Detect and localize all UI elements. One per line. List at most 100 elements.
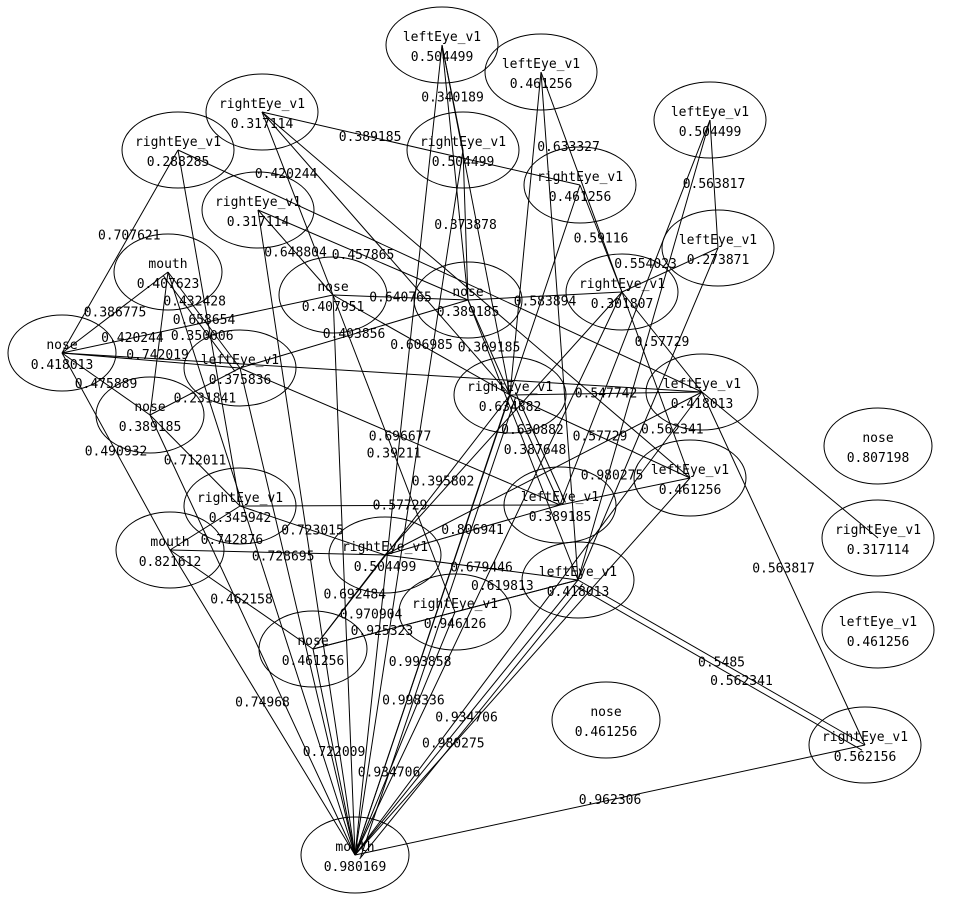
graph-node-lefteye-v1[interactable]: leftEye_v10.461256 (821, 591, 935, 669)
graph-node-righteye-v1[interactable]: rightEye_v10.504499 (328, 516, 442, 594)
node-ellipse (385, 6, 499, 84)
edge-label: 0.57729 (635, 335, 690, 350)
graph-node-lefteye-v1[interactable]: leftEye_v10.504499 (385, 6, 499, 84)
node-label: rightEye_v1 (219, 97, 305, 112)
node-ellipse (406, 111, 520, 189)
node-value: 0.461256 (575, 725, 638, 740)
node-ellipse (633, 439, 747, 517)
edge (354, 149, 464, 856)
node-value: 0.389185 (529, 510, 592, 525)
graph-node-lefteye-v1[interactable]: leftEye_v10.461256 (484, 33, 598, 111)
graph-node-righteye-v1[interactable]: rightEye_v10.562156 (808, 706, 922, 784)
edge (169, 549, 314, 650)
node-ellipse (258, 610, 368, 688)
node-label: mouth (150, 535, 189, 550)
edge-label: 0.5485 (698, 656, 745, 671)
graph-node-righteye-v1[interactable]: rightEye_v10.634882 (453, 356, 567, 434)
graph-node-lefteye-v1[interactable]: leftEye_v10.389185 (503, 466, 617, 544)
node-label: rightEye_v1 (420, 135, 506, 150)
graph-node-righteye-v1[interactable]: rightEye_v10.301807 (565, 253, 679, 331)
node-label: rightEye_v1 (197, 491, 283, 506)
edge-label: 0.39211 (367, 447, 422, 462)
graph-node-lefteye-v1[interactable]: leftEye_v10.461256 (633, 439, 747, 517)
edge-label: 0.925323 (351, 624, 414, 639)
edge (384, 504, 561, 556)
graph-node-lefteye-v1[interactable]: leftEye_v10.273871 (661, 209, 775, 287)
node-value: 0.504499 (679, 125, 742, 140)
node-label: rightEye_v1 (579, 277, 665, 292)
graph-node-righteye-v1[interactable]: rightEye_v10.461256 (523, 146, 637, 224)
node-label: nose (134, 400, 165, 415)
graph-node-righteye-v1[interactable]: rightEye_v10.946126 (398, 573, 512, 651)
edges-layer (61, 44, 879, 860)
edge-label: 0.934706 (435, 711, 498, 726)
edge (540, 71, 579, 581)
node-value: 0.461256 (549, 190, 612, 205)
edge (701, 391, 879, 539)
node-value: 0.273871 (687, 253, 750, 268)
edge (467, 291, 623, 301)
node-value: 0.345942 (209, 511, 272, 526)
edge-labels-layer: 0.9623060.5638170.54850.5623410.7220090.… (75, 91, 815, 809)
edge (61, 352, 171, 551)
node-ellipse (7, 314, 117, 392)
graph-node-righteye-v1[interactable]: rightEye_v10.504499 (406, 111, 520, 189)
node-label: leftEye_v1 (651, 463, 729, 478)
edge-label: 0.59116 (574, 232, 629, 247)
graph-node-righteye-v1[interactable]: rightEye_v10.288285 (121, 111, 235, 189)
edge-label: 0.490932 (85, 445, 148, 460)
graph-node-righteye-v1[interactable]: rightEye_v10.317114 (205, 73, 319, 151)
edge (709, 119, 719, 249)
node-ellipse (521, 541, 635, 619)
edge (61, 294, 334, 354)
edge-label: 0.934706 (358, 765, 421, 780)
graph-node-lefteye-v1[interactable]: leftEye_v10.418013 (521, 541, 635, 619)
edge (261, 111, 334, 296)
graph-node-righteye-v1[interactable]: rightEye_v1 0.345942 (183, 467, 297, 545)
edge-label: 0.692484 (323, 587, 386, 602)
edge (149, 414, 241, 507)
node-value: 0.807198 (847, 451, 910, 466)
edge (61, 352, 241, 369)
node-ellipse (453, 356, 567, 434)
edge (239, 504, 561, 507)
edge-label: 0.432428 (163, 294, 226, 309)
node-ellipse (398, 573, 512, 651)
edge (354, 291, 623, 856)
graph-node-righteye-v1[interactable]: rightEye_v10.317114 (821, 499, 935, 577)
node-value: 0.504499 (411, 50, 474, 65)
node-ellipse (300, 816, 410, 894)
node-value: 0.634882 (479, 400, 542, 415)
node-label: rightEye_v1 (135, 135, 221, 150)
edge (621, 291, 691, 479)
node-value: 0.418013 (31, 358, 94, 373)
node-value: 0.418013 (547, 585, 610, 600)
graph-node-mouth[interactable]: mouth 0.821612 (115, 511, 225, 589)
edge (577, 579, 866, 746)
graph-node-lefteye-v1[interactable]: leftEye_v10.504499 (653, 81, 767, 159)
node-value: 0.821612 (139, 555, 202, 570)
node-label: rightEye_v1 (412, 597, 498, 612)
graph-node-lefteye-v1[interactable]: leftEye_v10.375836 (183, 329, 297, 407)
graph-node-lefteye-v1[interactable]: leftEye_v10.418013 (645, 353, 759, 431)
edge-label: 0.583894 (514, 295, 577, 310)
graph-node-righteye-v1[interactable]: rightEye_v10.317114 (201, 171, 315, 249)
edge (359, 583, 584, 860)
node-ellipse (661, 209, 775, 287)
edge (441, 44, 469, 301)
node-ellipse (413, 261, 523, 339)
edge-label: 0.712011 (164, 454, 227, 469)
edge-label: 0.606985 (390, 338, 453, 353)
edge (61, 271, 169, 354)
